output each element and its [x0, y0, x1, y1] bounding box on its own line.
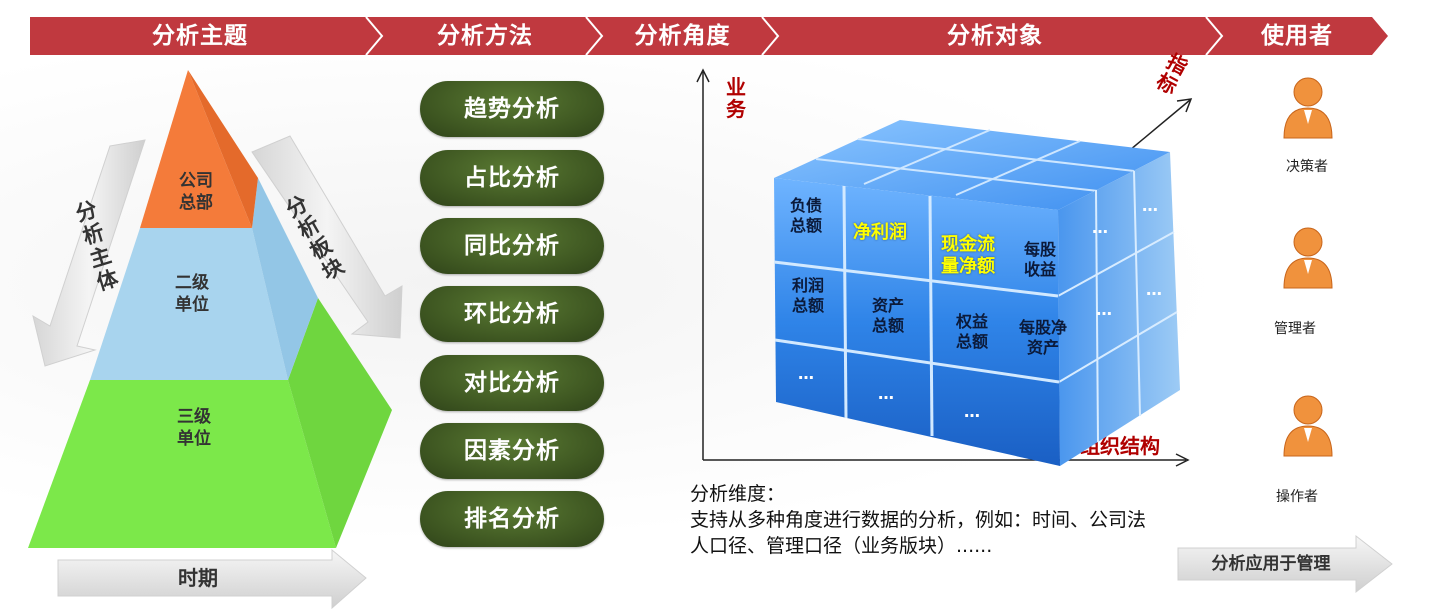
pyramid-bottom-side — [288, 298, 392, 548]
dimension-title: 分析维度： — [690, 483, 786, 505]
cell-dots-1: … — [798, 364, 814, 383]
user-decision-maker: 决策者 — [1286, 159, 1328, 175]
cell-debt: 负债 总额 — [789, 196, 822, 235]
user-icon — [1283, 227, 1333, 289]
method-factor: 因素分析 — [420, 423, 604, 479]
cell-eps: 每股 收益 — [1023, 240, 1056, 279]
cell-dots-2: … — [878, 384, 894, 403]
dimension-line2: 人口径、管理口径（业务版块）...... — [690, 535, 993, 557]
cell-total-profit: 利润 总额 — [791, 276, 824, 315]
pyramid-middle-front — [90, 228, 288, 380]
cell-net-profit: 净利润 — [853, 222, 907, 243]
dimension-line1: 支持从多种角度进行数据的分析，例如：时间、公司法 — [690, 509, 1147, 531]
method-mom: 环比分析 — [420, 286, 604, 342]
method-trend: 趋势分析 — [420, 81, 604, 137]
pyramid-diagram — [28, 70, 403, 610]
bottom-arrow — [57, 548, 367, 610]
method-share: 占比分析 — [420, 150, 604, 206]
method-yoy: 同比分析 — [420, 218, 604, 274]
footer-arrow — [1177, 534, 1393, 594]
bottom-arrow-label: 时期 — [178, 566, 218, 590]
user-icon — [1283, 395, 1333, 457]
footer-arrow-label: 分析应用于管理 — [1211, 554, 1331, 574]
pyramid-top-label: 公司 总部 — [179, 171, 213, 213]
cell-dots-5: … — [1142, 196, 1158, 215]
cell-cashflow: 现金流 量净额 — [941, 234, 995, 277]
cell-equity: 权益 总额 — [955, 312, 988, 351]
cell-dots-4: … — [1092, 218, 1108, 237]
cell-dots-6: … — [1096, 300, 1112, 319]
header-method: 分析方法 — [437, 23, 533, 49]
cube-axes — [696, 68, 1193, 467]
pyramid-middle-side — [252, 178, 318, 380]
header-topic: 分析主题 — [152, 23, 248, 49]
axis-business-label: 业务 — [726, 75, 746, 121]
cell-assets: 资产 总额 — [871, 296, 904, 335]
header-user: 使用者 — [1261, 23, 1333, 49]
header-angle: 分析角度 — [634, 23, 731, 49]
cell-dots-7: … — [1146, 280, 1162, 299]
pyramid-bottom-front — [28, 380, 336, 548]
method-rank: 排名分析 — [420, 491, 604, 547]
cell-navps: 每股净 资产 — [1018, 318, 1067, 357]
cell-dots-3: … — [964, 402, 980, 421]
pyramid-top-side — [188, 70, 258, 228]
header-bar — [30, 16, 1388, 56]
user-operator: 操作者 — [1276, 489, 1318, 505]
pyramid-top-front — [140, 70, 252, 228]
data-cube — [773, 120, 1180, 466]
user-icon — [1283, 77, 1333, 139]
pyramid-bottom-label: 三级 单位 — [177, 407, 211, 449]
pyramid-middle-label: 二级 单位 — [175, 273, 209, 315]
user-manager: 管理者 — [1274, 321, 1316, 337]
method-compare: 对比分析 — [420, 355, 604, 411]
right-arrow — [251, 135, 403, 339]
header-object: 分析对象 — [947, 23, 1043, 49]
left-arrow — [32, 139, 146, 367]
